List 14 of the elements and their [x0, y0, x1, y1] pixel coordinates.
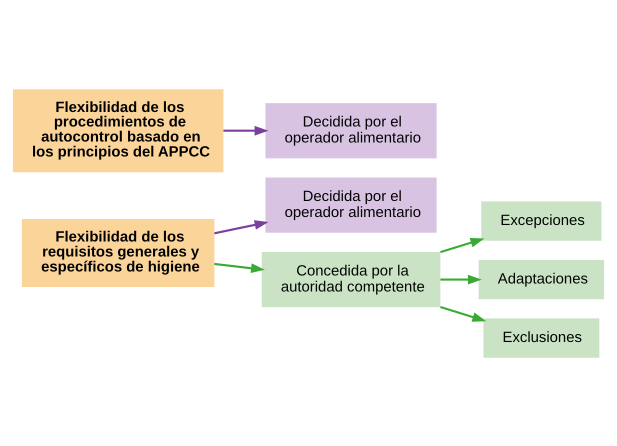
node-box: Decidida por el operador alimentario [265, 177, 437, 232]
arrow [440, 237, 484, 253]
arrow [440, 306, 486, 322]
node-box: Flexibilidad de los requisitos generales y específicos de higiene [22, 218, 214, 287]
node-box: Flexibilidad de los procedimientos de autocontrol basado en los principios del APPCC [12, 88, 224, 172]
node-box: Exclusiones [483, 318, 600, 358]
arrow [214, 220, 268, 234]
arrow [223, 125, 268, 136]
node-box: Excepciones [481, 200, 602, 240]
node-box: Decidida por el operador alimentario [265, 102, 437, 158]
node-box: Concedida por la autoridad competente [262, 251, 440, 307]
node-box: Adaptaciones [478, 259, 604, 299]
arrow [214, 262, 265, 273]
arrow [440, 274, 482, 284]
